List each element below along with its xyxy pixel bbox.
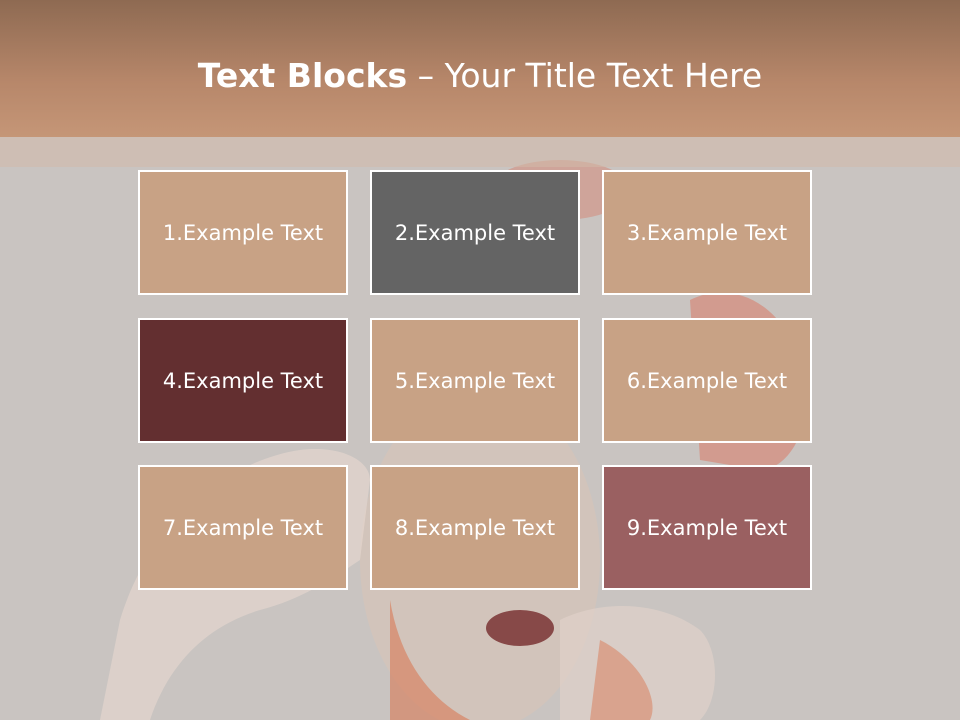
text-block-label: 3.Example Text xyxy=(626,220,788,245)
text-block-7[interactable]: 7.Example Text xyxy=(138,465,348,590)
header-accent-strip xyxy=(0,137,960,167)
title-bar xyxy=(0,0,960,137)
title-rest: Your Title Text Here xyxy=(444,56,763,95)
text-block-6[interactable]: 6.Example Text xyxy=(602,318,812,443)
text-block-2[interactable]: 2.Example Text xyxy=(370,170,580,295)
title-dash: – xyxy=(407,56,445,95)
text-block-3[interactable]: 3.Example Text xyxy=(602,170,812,295)
text-block-5[interactable]: 5.Example Text xyxy=(370,318,580,443)
text-block-9[interactable]: 9.Example Text xyxy=(602,465,812,590)
text-block-label: 1.Example Text xyxy=(162,220,324,245)
text-block-label: 8.Example Text xyxy=(394,515,556,540)
text-block-label: 9.Example Text xyxy=(626,515,788,540)
title-bold-part: Text Blocks xyxy=(197,56,408,95)
text-block-label: 7.Example Text xyxy=(162,515,324,540)
text-block-4[interactable]: 4.Example Text xyxy=(138,318,348,443)
text-block-label: 5.Example Text xyxy=(394,368,556,393)
text-blocks-grid: 1.Example Text 2.Example Text 3.Example … xyxy=(138,170,816,594)
text-block-8[interactable]: 8.Example Text xyxy=(370,465,580,590)
text-block-label: 4.Example Text xyxy=(162,368,324,393)
text-block-label: 2.Example Text xyxy=(394,220,556,245)
page-title: Text Blocks – Your Title Text Here xyxy=(0,50,960,102)
text-block-label: 6.Example Text xyxy=(626,368,788,393)
text-block-1[interactable]: 1.Example Text xyxy=(138,170,348,295)
